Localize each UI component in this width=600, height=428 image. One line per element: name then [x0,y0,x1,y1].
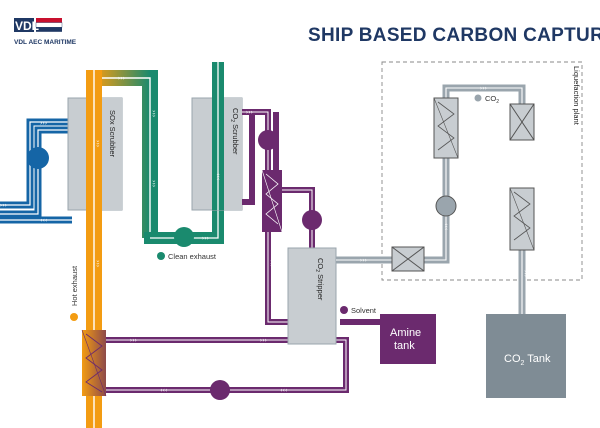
co2-tank-label: CO2 Tank [504,353,551,367]
svg-text:‹‹‹: ‹‹‹ [160,387,167,394]
svg-text:›››: ››› [215,173,222,180]
company-name: VDL AEC MARITIME [14,39,77,46]
svg-text:›››: ››› [522,270,529,277]
rich-solvent-pump-icon [302,210,322,230]
amine-tank-label-line2: tank [394,340,415,352]
svg-text:›››: ››› [202,235,209,242]
logo-text: VDL [15,19,39,33]
liquefaction-valve-box [509,103,535,141]
svg-text:›››: ››› [360,257,367,264]
clean-exhaust-dot [157,252,165,260]
exhaust-heat-exchanger [81,329,107,397]
svg-text:›››: ››› [150,110,157,117]
svg-text:›››: ››› [150,180,157,187]
svg-text:›››: ››› [268,260,275,267]
svg-text:›››: ››› [40,120,47,127]
co2-stripper: CO2 Stripper [287,247,337,345]
sox-scrubber-label: SOx Scrubber [108,110,117,158]
page-title: SHIP BASED CARBON CAPTURE [308,25,600,46]
hot-exhaust-label: Hot exhaust [70,265,79,306]
svg-text:›››: ››› [94,260,101,267]
liquefaction-plant-boundary [381,61,583,281]
blower-icon [27,147,49,169]
amine-tank-label-line1: Amine [390,327,421,339]
co2-compressor-valve [391,246,425,272]
amine-tank: Amine tank [380,314,436,364]
svg-text:›››: ››› [94,140,101,147]
solvent-dot [340,306,348,314]
co2-legend-dot [474,94,482,102]
solvent-heat-exchanger [261,169,283,233]
liquefaction-plant-label: Liquefaction plant [572,66,581,126]
svg-text:‹‹‹: ‹‹‹ [280,387,287,394]
svg-text:›››: ››› [130,337,137,344]
solvent-pump-icon [258,130,278,150]
co2-scrubber-label: CO2 Scrubber [229,108,240,155]
clean-exhaust-label: Clean exhaust [168,252,217,261]
flow-arrows: ››› ››› ››› ››› ››› ››› ››› ››› ››› ‹‹‹ … [0,75,529,394]
hot-exhaust-dot [70,313,78,321]
logo: VDL [14,18,63,33]
svg-text:›››: ››› [246,109,253,116]
exhaust-fan-icon [174,227,194,247]
liquefaction-heat-exchanger-right [509,187,535,251]
svg-text:‹‹‹: ‹‹‹ [40,217,47,224]
svg-text:›››: ››› [480,85,487,92]
co2-tank: CO2 Tank [486,314,566,398]
svg-text:›››: ››› [260,337,267,344]
co2-stripper-label: CO2 Stripper [314,258,325,301]
lean-solvent-pump-icon [210,380,230,400]
svg-text:›››: ››› [118,75,125,82]
svg-text:›››: ››› [443,223,450,230]
liquefaction-heat-exchanger-left [433,97,459,159]
co2-legend-label: CO2 [485,94,499,105]
solvent-label: Solvent [351,306,377,315]
svg-text:›››: ››› [0,202,7,209]
co2-scrubber: CO2 Scrubber [191,62,243,211]
svg-text:›››: ››› [522,150,529,157]
intake-pipe [0,118,72,224]
co2-compressor-icon [435,195,457,217]
